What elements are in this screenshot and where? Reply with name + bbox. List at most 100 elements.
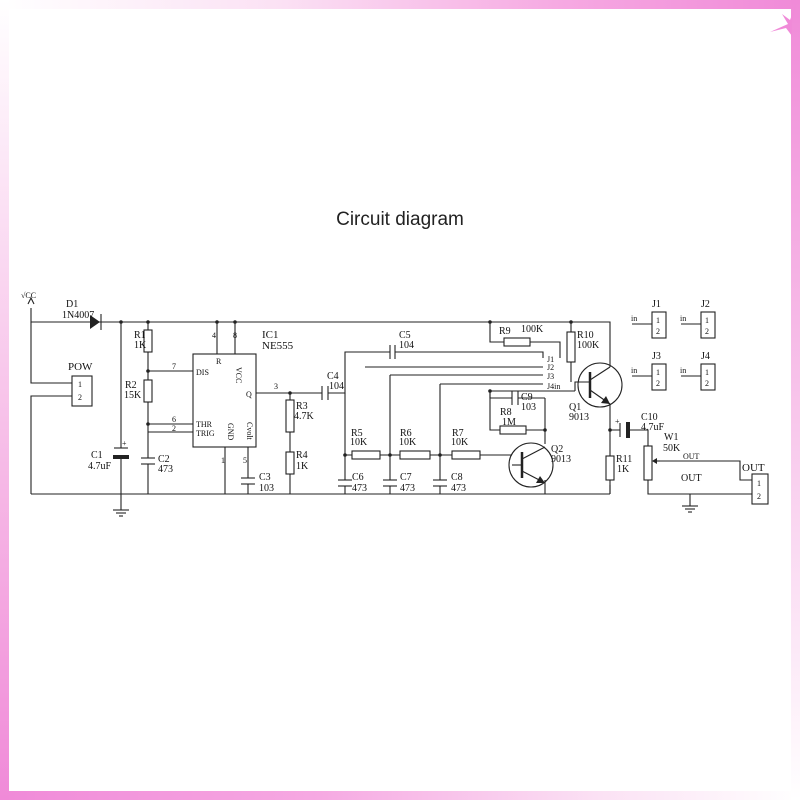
page-title: Circuit diagram [336,209,464,230]
j2-label: J2 [701,299,710,310]
capacitor-c6: C6 473 [338,472,367,494]
resistor-r11: R11 1K [605,454,632,481]
pin-3: 3 [274,382,278,391]
pin-5: 5 [243,456,247,465]
j2-pin-2: 2 [705,327,709,336]
j4-tap: J4in [547,382,560,391]
r4-value: 1K [296,461,309,472]
jumper-j3: J3 in 1 2 [631,351,667,391]
j4-in: in [680,366,686,375]
out-label: OUT [742,462,765,474]
resistor-r2: R2 15K [124,379,153,403]
j2-in: in [680,314,686,323]
r8-value: 1M [502,417,516,428]
r4-label: R4 [296,450,308,461]
jumper-j2: J2 in 1 2 [680,299,716,339]
j1-label: J1 [652,299,661,310]
j3-label: J3 [652,351,661,362]
pin-6: 6 [172,415,176,424]
ic-pin-gnd: GND [226,423,235,441]
out-pin-1: 1 [757,479,761,488]
jumper-taps: J1 J2 J3 J4in [547,355,560,391]
r6-value: 10K [399,437,417,448]
capacitor-c5: C5 104 [389,330,414,359]
potentiometer-w1: W1 50K OUT [643,432,700,481]
r2-label: R2 [125,380,137,391]
c6-value: 473 [352,483,367,494]
c9-label: C9 [521,392,533,403]
j1-tap: J1 [547,355,554,364]
ic-pin-r: R [216,357,222,366]
j1-in: in [631,314,637,323]
resistor-r9: R9 100K [499,324,544,347]
ic-pin-trig: TRIG [196,429,215,438]
vcc-terminal: √CC [21,291,36,305]
r5-label: R5 [351,428,363,439]
c6-label: C6 [352,472,364,483]
c9-value: 103 [521,402,536,413]
vcc-label: √CC [21,291,36,300]
transistor-q1: Q1 9013 [569,342,623,423]
pin-4: 4 [212,331,216,340]
junction-dots [119,320,612,457]
r10-label: R10 [577,330,594,341]
c5-label: C5 [399,330,411,341]
pin-2: 2 [172,424,176,433]
ground-icon [113,509,129,517]
pow-pin-2: 2 [78,393,82,402]
capacitor-c1: + C1 4.7uF [88,439,129,472]
c8-label: C8 [451,472,463,483]
r7-label: R7 [452,428,464,439]
capacitor-c3: C3 103 [241,472,274,494]
capacitor-c9: C9 103 [511,391,536,413]
r6-label: R6 [400,428,412,439]
ic1-value: NE555 [262,340,294,352]
j3-in: in [631,366,637,375]
c2-label: C2 [158,454,170,465]
c7-value: 473 [400,483,415,494]
pin-7: 7 [172,362,176,371]
pow-connector: 1 2 POW [68,361,93,407]
out-connector: 1 2 OUT [742,462,769,505]
frame-top-border [0,0,800,9]
transistor-q2: Q2 9013 [508,442,571,488]
r8-label: R8 [500,407,512,418]
r11-label: R11 [616,454,632,465]
resistor-r10: R10 100K [566,330,600,363]
c3-label: C3 [259,472,271,483]
pin-1: 1 [221,456,225,465]
r9-value: 100K [521,324,544,335]
resistor-r5: R5 10K [350,428,381,460]
ic-pin-dis: DIS [196,368,209,377]
j2-tap: J2 [547,363,554,372]
r3-value: 4.7K [294,411,315,422]
j1-pin-1: 1 [656,316,660,325]
q1-label: Q1 [569,402,581,413]
frame-left-border [0,0,9,800]
c10-value: 4.7uF [641,422,665,433]
ground-icon [682,505,698,513]
c4-label: C4 [327,371,339,382]
j3-pin-2: 2 [656,379,660,388]
capacitor-c10: + C10 4.7uF [615,412,665,438]
resistor-r7: R7 10K [451,428,481,460]
q2-label: Q2 [551,444,563,455]
c1-plus: + [122,439,127,448]
diode-d1: D1 1N4007 [62,299,102,330]
r11-value: 1K [617,464,630,475]
ic-pin-cvolt: Cvolt [245,422,254,441]
r2-value: 15K [124,390,142,401]
d1-value: 1N4007 [62,310,94,321]
r5-value: 10K [350,437,368,448]
out-net-label: OUT [681,473,702,484]
r1-label: R1 [134,330,146,341]
r9-label: R9 [499,326,511,337]
capacitor-c8: C8 473 [433,472,466,494]
capacitor-c4: C4 104 [321,371,344,400]
c2-value: 473 [158,464,173,475]
pow-pin-1: 1 [78,380,82,389]
c10-label: C10 [641,412,658,423]
c4-value: 104 [329,381,344,392]
jumper-j4: J4 in 1 2 [680,351,716,391]
